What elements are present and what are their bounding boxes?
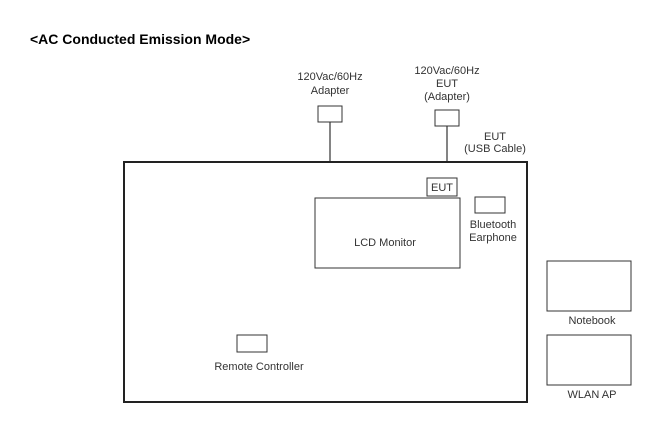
- diagram-title: <AC Conducted Emission Mode>: [30, 31, 250, 47]
- wlan-ap-label: WLAN AP: [568, 389, 617, 401]
- notebook-label: Notebook: [568, 315, 616, 327]
- remote-controller-box: [236, 334, 268, 353]
- usb-cable-label-line2: (USB Cable): [464, 143, 526, 155]
- adapter1-box: [317, 105, 343, 123]
- wlan-ap-box: [546, 334, 632, 386]
- adapter1-label-line1: 120Vac/60Hz: [297, 71, 362, 83]
- bluetooth-earphone-box: [474, 196, 506, 214]
- adapter2-label-line2: EUT: [436, 78, 458, 90]
- adapter1-label-line2: Adapter: [311, 85, 350, 97]
- notebook-box: [546, 260, 632, 312]
- usb-cable-label-line1: EUT: [484, 131, 506, 143]
- adapter2-label-line3: (Adapter): [424, 91, 470, 103]
- lcd-monitor-box: [314, 197, 461, 269]
- lcd-monitor-label: LCD Monitor: [354, 237, 416, 249]
- eut-box-label: EUT: [431, 182, 453, 194]
- eut-box: [426, 177, 458, 197]
- bluetooth-label-line2: Earphone: [469, 232, 517, 244]
- adapter2-box: [434, 109, 460, 127]
- remote-controller-label: Remote Controller: [214, 361, 304, 373]
- bluetooth-label-line1: Bluetooth: [470, 219, 516, 231]
- adapter2-label-line1: 120Vac/60Hz: [414, 65, 479, 77]
